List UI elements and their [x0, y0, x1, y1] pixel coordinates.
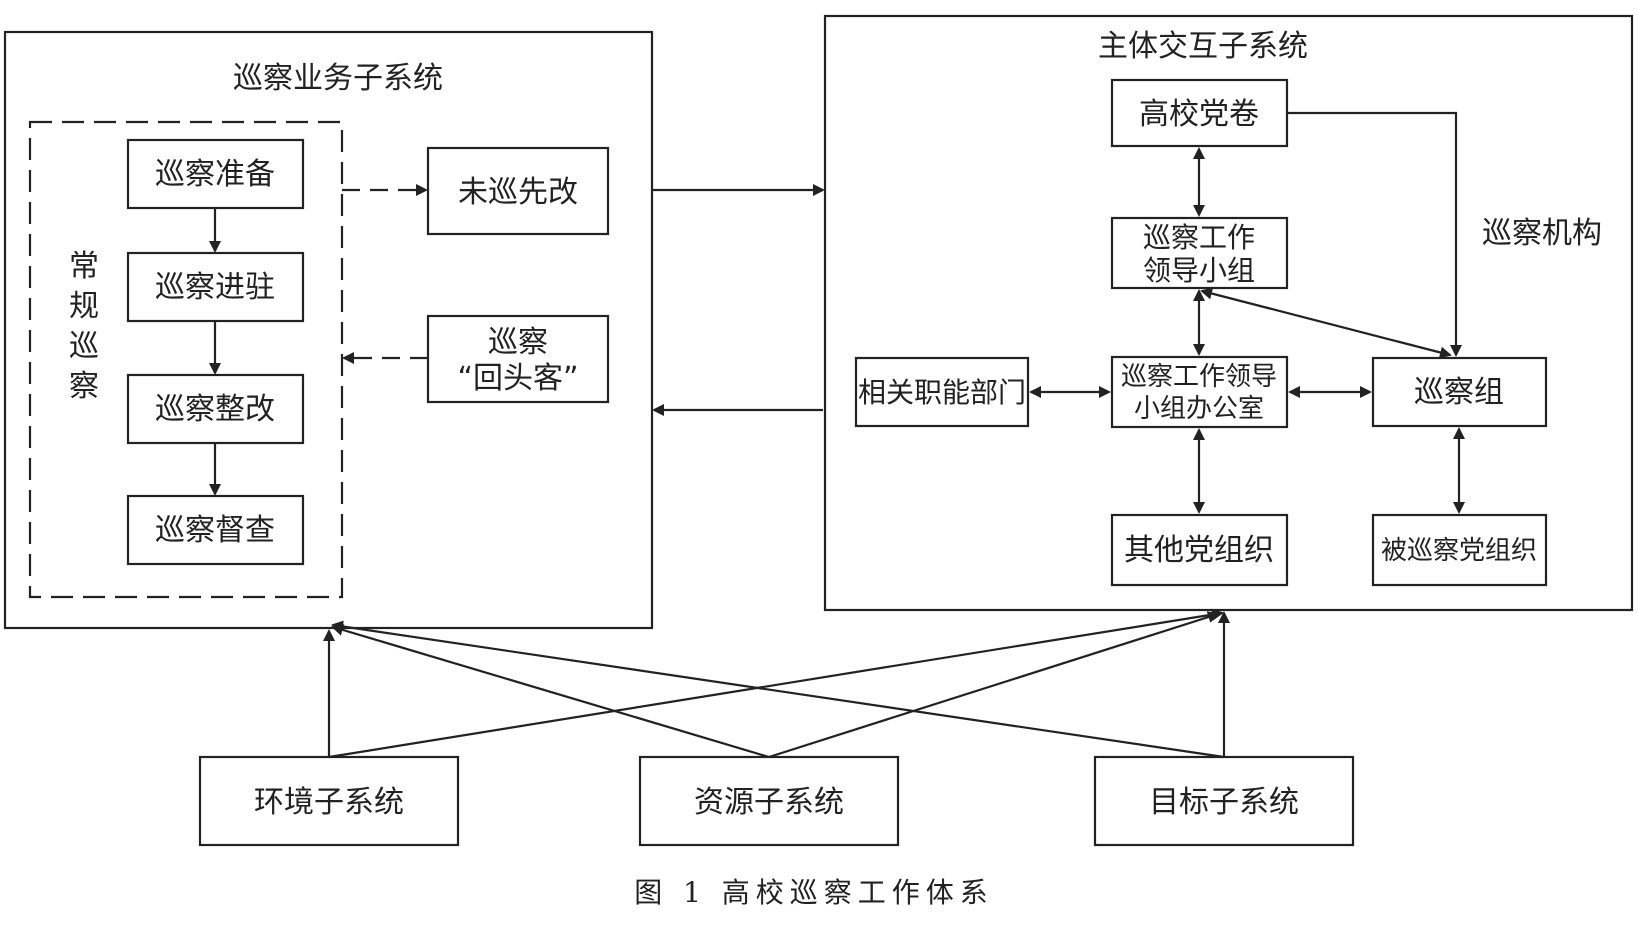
arrow-goal-to-left — [331, 620, 1225, 759]
pre-reform-label: 未巡先改 — [458, 175, 578, 210]
arrow-environment-to-right — [328, 608, 1224, 759]
inspection-team-box — [1371, 356, 1548, 428]
step-entry-label: 巡察进驻 — [155, 270, 275, 305]
inspection-business-subsystem-title: 巡察业务子系统 — [233, 61, 443, 96]
office-label-line1: 巡察工作领导 — [1121, 362, 1277, 392]
office-box — [1110, 355, 1289, 429]
functional-depts-label: 相关职能部门 — [858, 376, 1026, 409]
step-preparation-label: 巡察准备 — [155, 157, 275, 192]
revisit-label-line1: 巡察 — [488, 325, 548, 360]
environment-subsystem-box — [198, 755, 460, 847]
step-rectification-label: 巡察整改 — [155, 392, 275, 427]
step-supervision-box — [126, 494, 305, 566]
goal-subsystem-box — [1093, 755, 1355, 847]
routine-inspection-label: 常 规 巡 察 — [69, 249, 99, 404]
leading-group-box — [1110, 216, 1289, 290]
routine-label-char: 规 — [69, 289, 99, 324]
routine-label-char: 察 — [69, 369, 99, 404]
arrow-committee-to-team — [1287, 111, 1462, 357]
step-rectification-box — [126, 373, 305, 445]
inspected-orgs-box — [1371, 513, 1548, 587]
subject-interaction-subsystem-title: 主体交互子系统 — [1098, 29, 1308, 64]
subject-interaction-subsystem-frame — [823, 14, 1634, 612]
figure-caption: 图 1 高校巡察工作体系 — [634, 876, 994, 909]
step-supervision-label: 巡察督查 — [155, 513, 275, 548]
resource-subsystem-label: 资源子系统 — [694, 785, 844, 820]
revisit-label-line2: “回头客” — [457, 361, 578, 396]
leading-group-label-line1: 巡察工作 — [1143, 221, 1255, 254]
routine-label-char: 常 — [69, 249, 99, 284]
step-preparation-box — [126, 138, 305, 210]
inspection-institution-label: 巡察机构 — [1482, 216, 1602, 251]
revisit-box — [426, 314, 610, 404]
other-orgs-box — [1110, 513, 1289, 587]
arrow-resource-to-right — [768, 611, 1220, 759]
goal-subsystem-label: 目标子系统 — [1149, 785, 1299, 820]
party-committee-label: 高校党卷 — [1139, 97, 1259, 132]
pre-reform-box — [426, 146, 610, 236]
step-entry-box — [126, 251, 305, 323]
functional-depts-box — [854, 356, 1030, 428]
party-committee-box — [1110, 78, 1289, 148]
routine-label-char: 巡 — [69, 329, 99, 364]
inspection-team-label: 巡察组 — [1414, 375, 1504, 410]
environment-subsystem-label: 环境子系统 — [254, 785, 404, 820]
resource-subsystem-box — [638, 755, 900, 847]
inspection-business-subsystem-frame — [3, 30, 654, 630]
leading-group-label-line2: 领导小组 — [1143, 254, 1255, 287]
inspected-orgs-label: 被巡察党组织 — [1381, 536, 1537, 566]
arrow-leading-group-team — [1200, 287, 1452, 359]
office-label-line2: 小组办公室 — [1134, 394, 1264, 424]
other-orgs-label: 其他党组织 — [1124, 533, 1274, 568]
arrow-resource-to-left — [331, 624, 770, 759]
